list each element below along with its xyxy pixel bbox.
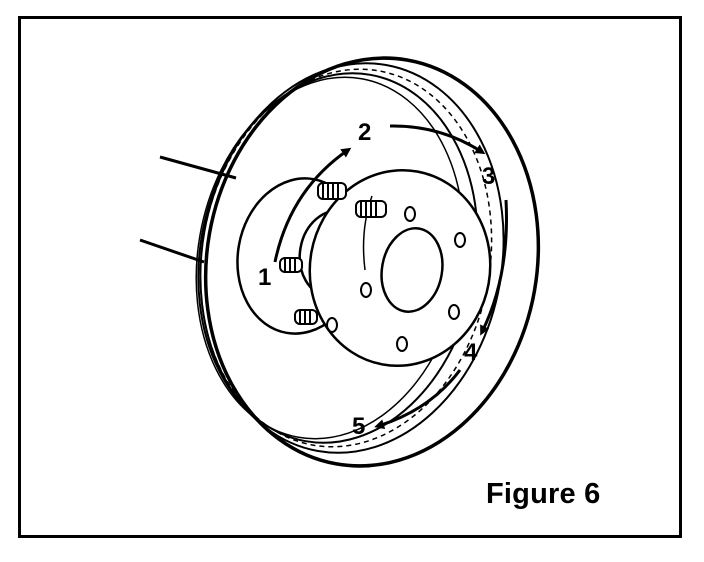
arrow-3-to-4 [480,199,508,336]
sequence-label-3: 3 [482,163,495,190]
stud-1 [279,257,303,273]
arrow-4-to-5 [374,369,462,430]
wheel-studs [279,182,387,325]
axle-shaft [139,155,237,264]
figure-caption: Figure 6 [486,478,601,510]
stud-3 [355,200,387,218]
sequence-label-4: 4 [464,339,478,366]
sequence-label-1: 1 [258,264,271,291]
stud-4 [294,309,318,325]
arrow-1-to-2 [273,147,352,263]
sequence-label-5: 5 [352,413,365,440]
lug-holes [326,206,466,352]
arrow-2-to-3 [389,124,486,155]
figure-border [18,16,682,538]
hub-flange [308,168,492,368]
stud-2 [317,182,347,200]
sequence-arrows [273,124,508,430]
sequence-label-2: 2 [358,119,371,146]
